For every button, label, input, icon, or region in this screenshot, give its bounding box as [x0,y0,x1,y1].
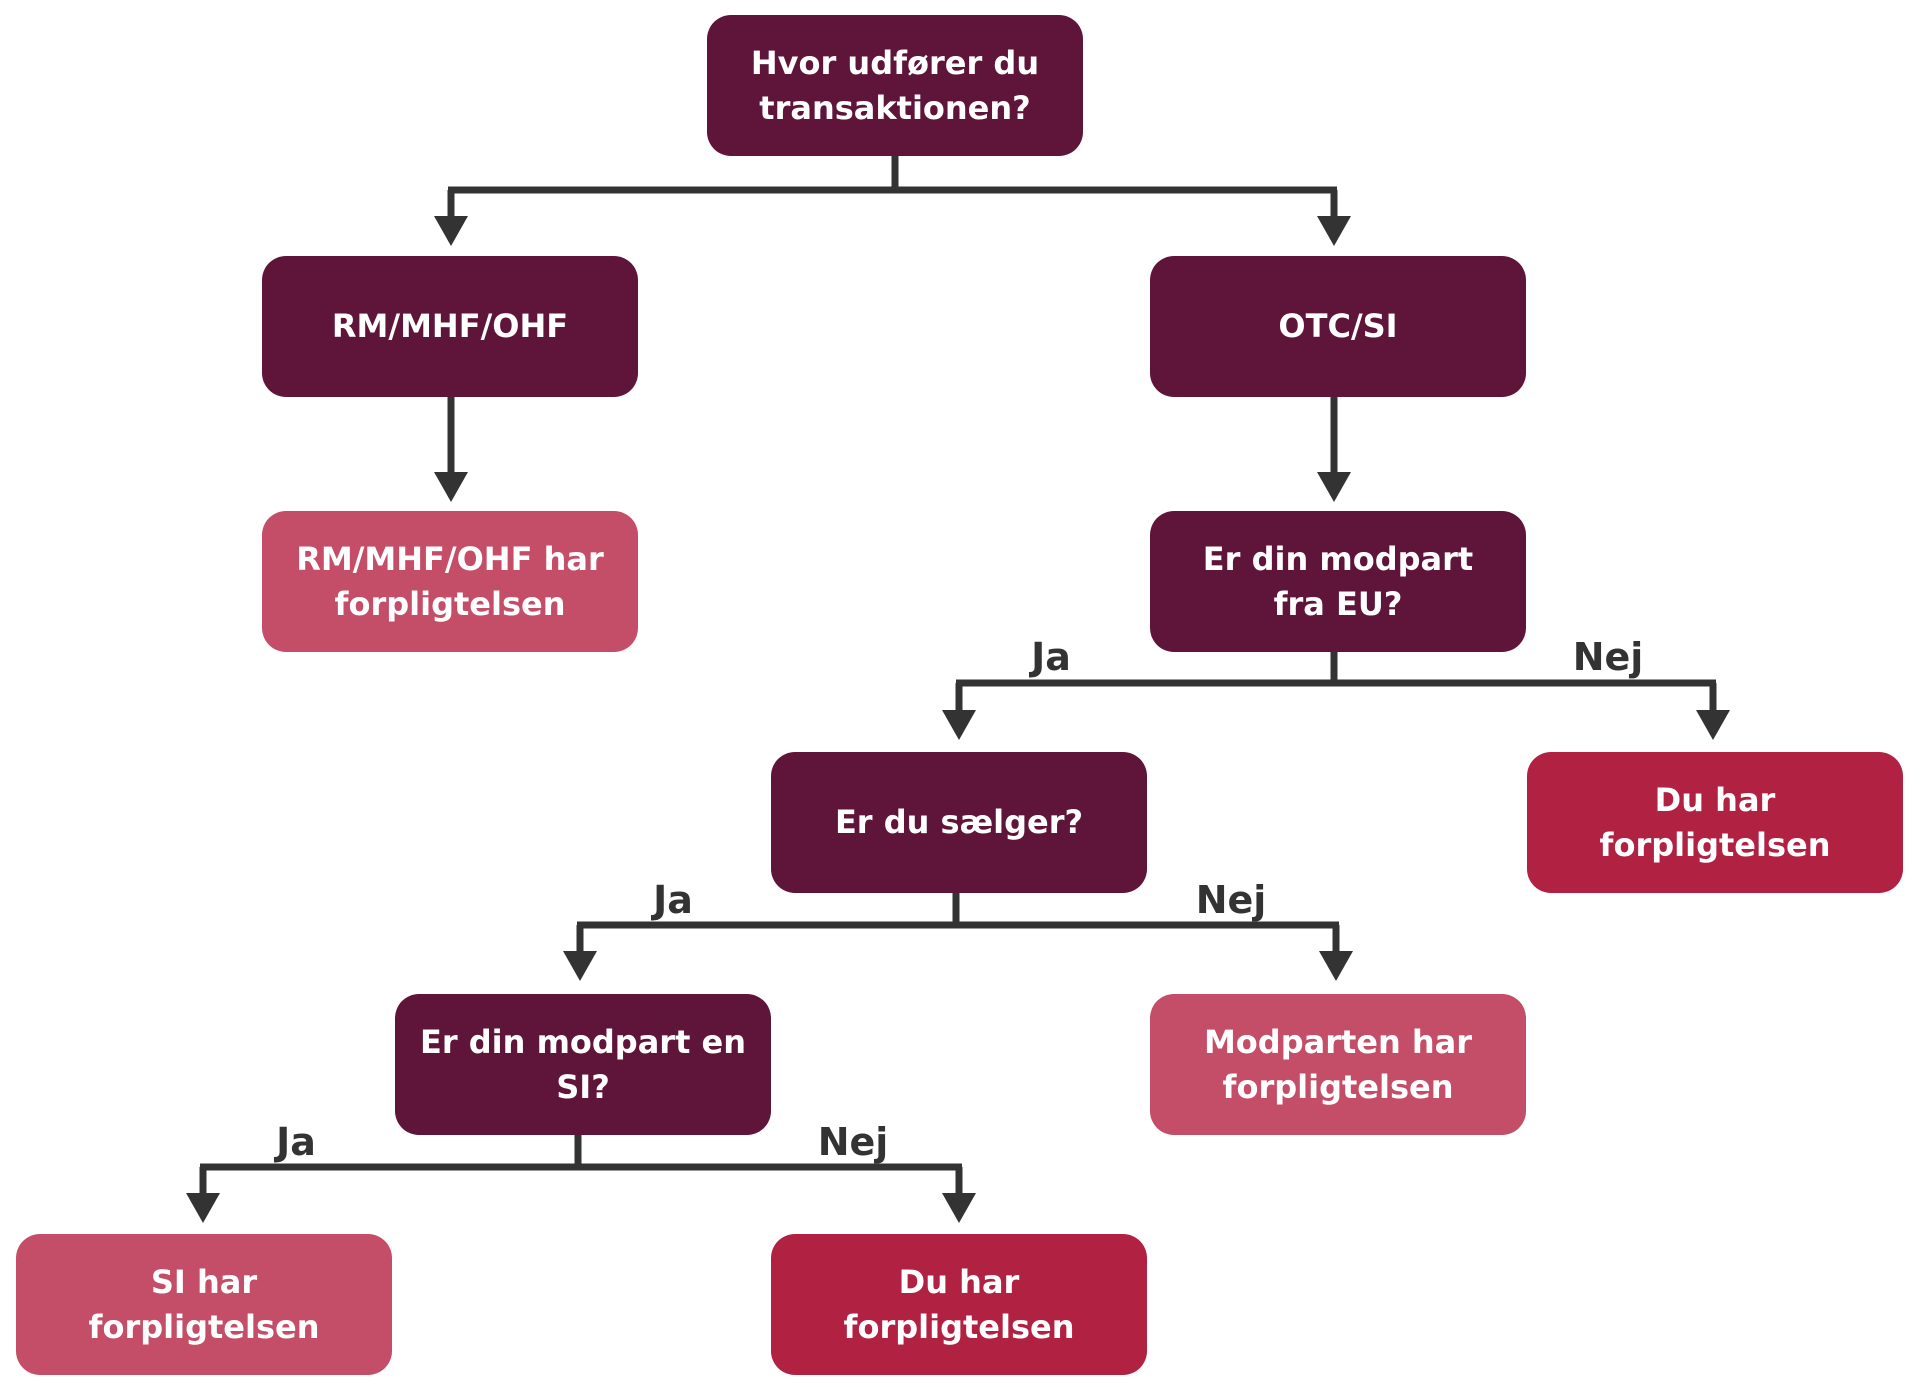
seller-question-node: Er du sælger? [771,752,1147,893]
node-text: SI har forpligtelsen [88,1262,320,1346]
si-question-node: Er din modpart en SI? [395,994,771,1135]
connector-eu [955,650,1717,716]
counterparty-result-node: Modparten har forpligtelsen [1150,994,1526,1135]
edge-label-eu-no: Nej [1572,635,1644,679]
you-result-node-2: Du har forpligtelsen [771,1234,1147,1375]
node-text: RM/MHF/OHF har forpligtelsen [296,539,604,623]
connector-seller [576,893,1340,957]
node-text: Modparten har forpligtelsen [1203,1022,1473,1106]
arrowhead [186,1193,220,1223]
edge-label-eu-yes: Ja [1031,635,1071,679]
eu-question-node: Er din modpart fra EU? [1150,511,1526,652]
arrowhead [1317,216,1351,246]
node-text: Hvor udfører du transaktionen? [750,43,1040,127]
node-text: Er din modpart fra EU? [1202,539,1474,623]
arrowhead [942,710,976,740]
node-text: Du har forpligtelsen [1599,780,1831,864]
connector-root [447,156,1338,222]
arrowhead [942,1193,976,1223]
arrowhead [563,951,597,981]
node-text: Du har forpligtelsen [843,1262,1075,1346]
root-question-node: Hvor udfører du transaktionen? [707,15,1083,156]
node-text: RM/MHF/OHF [331,307,569,345]
otc-node: OTC/SI [1150,256,1526,397]
you-result-node-1: Du har forpligtelsen [1527,752,1903,893]
edge-label-seller-no: Nej [1195,878,1267,922]
arrowhead [1696,710,1730,740]
node-text: OTC/SI [1278,307,1398,345]
node-text: Er din modpart en SI? [419,1022,746,1106]
node-text: Er du sælger? [834,803,1084,841]
edge-label-seller-yes: Ja [653,878,693,922]
si-result-node: SI har forpligtelsen [16,1234,392,1375]
arrowhead [434,472,468,502]
arrowhead [1317,472,1351,502]
arrowhead [1319,951,1353,981]
connector-si [199,1135,963,1199]
rm-node: RM/MHF/OHF [262,256,638,397]
edge-label-si-no: Nej [817,1120,889,1164]
arrowhead [434,216,468,246]
rm-result-node: RM/MHF/OHF har forpligtelsen [262,511,638,652]
edge-label-si-yes: Ja [276,1120,316,1164]
